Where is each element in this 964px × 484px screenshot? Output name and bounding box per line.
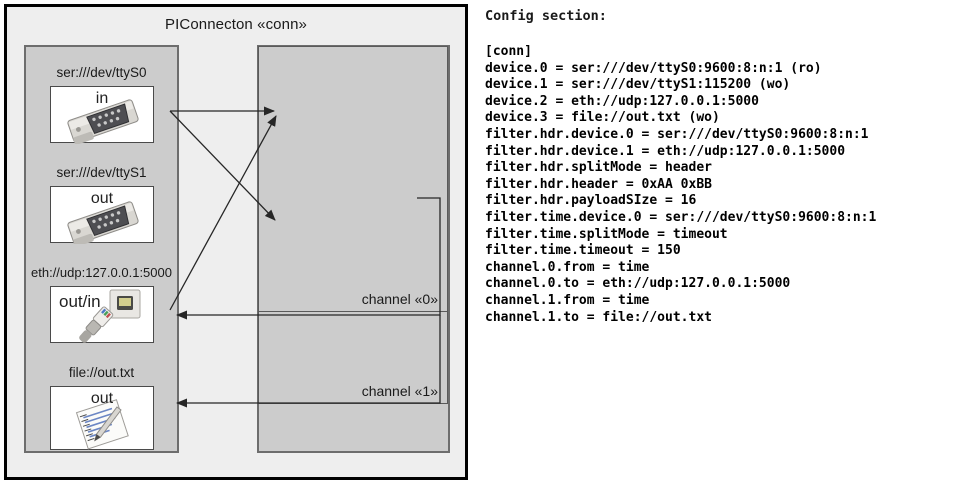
channel-0-label: channel «0» (361, 291, 438, 307)
diagram-frame: PIConnecton «conn» ser:///dev/ttyS0 in (4, 4, 468, 480)
device-box-file[interactable]: out (50, 386, 154, 450)
channel-1-label: channel «1» (361, 383, 438, 399)
serial-db9-icon (67, 99, 139, 144)
filters-panel: filters Filter «hdr» header = 0xAA 0xBB … (257, 45, 450, 453)
text-file-pen-icon (75, 399, 129, 450)
devices-panel: ser:///dev/ttyS0 in (24, 45, 179, 453)
device-io-ttys0: in (95, 90, 109, 107)
device-label-file: file://out.txt (68, 365, 135, 380)
ethernet-jack-icon (79, 289, 141, 343)
device-label-ttys1: ser:///dev/ttyS1 (56, 165, 147, 180)
device-box-ttys1[interactable]: out (50, 186, 154, 244)
config-pane: Config section: [conn] device.0 = ser://… (481, 0, 961, 484)
serial-db9-icon (67, 201, 139, 244)
channel-box-0[interactable]: channel «0» (258, 46, 448, 312)
config-listing: [conn] device.0 = ser:///dev/ttyS0:9600:… (485, 44, 877, 325)
device-label-eth: eth://udp:127.0.0.1:5000 (31, 265, 172, 280)
device-io-ttys1: out (90, 190, 114, 207)
device-label-ttys0: ser:///dev/ttyS0 (56, 65, 147, 80)
config-heading: Config section: (485, 8, 607, 24)
channel-box-1[interactable]: channel «1» (258, 311, 448, 404)
device-io-eth: out/in (59, 292, 101, 311)
device-box-eth[interactable]: out/in (50, 286, 154, 343)
device-io-file: out (90, 390, 114, 407)
diagram-title: PIConnecton «conn» (165, 16, 307, 33)
device-box-ttys0[interactable]: in (50, 86, 154, 144)
